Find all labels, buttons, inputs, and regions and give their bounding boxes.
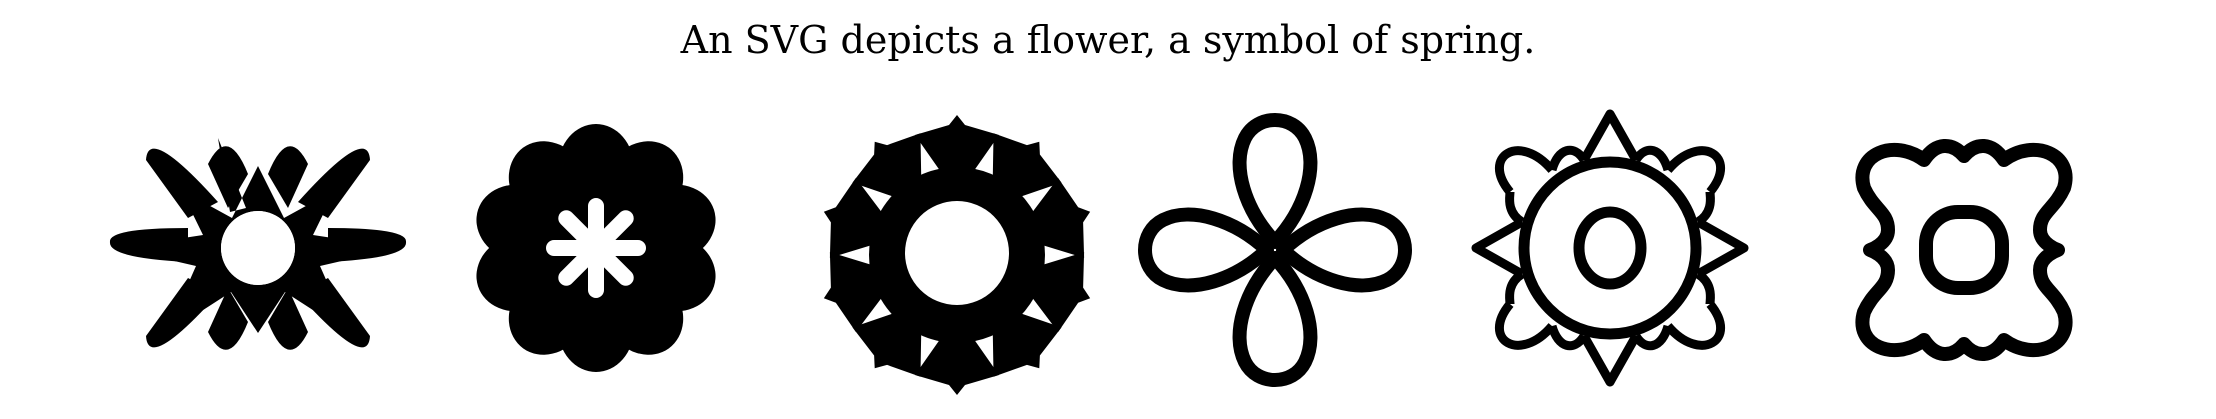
flower-2-icon — [476, 124, 716, 372]
flower-6-icon — [1855, 139, 2073, 361]
flower-3-icon — [823, 115, 1091, 395]
flower-4-icon — [1138, 113, 1412, 387]
flower-5-icon — [1471, 109, 1749, 387]
caption: An SVG depicts a flower, a symbol of spr… — [680, 18, 1536, 62]
flower-1-icon — [109, 138, 407, 350]
